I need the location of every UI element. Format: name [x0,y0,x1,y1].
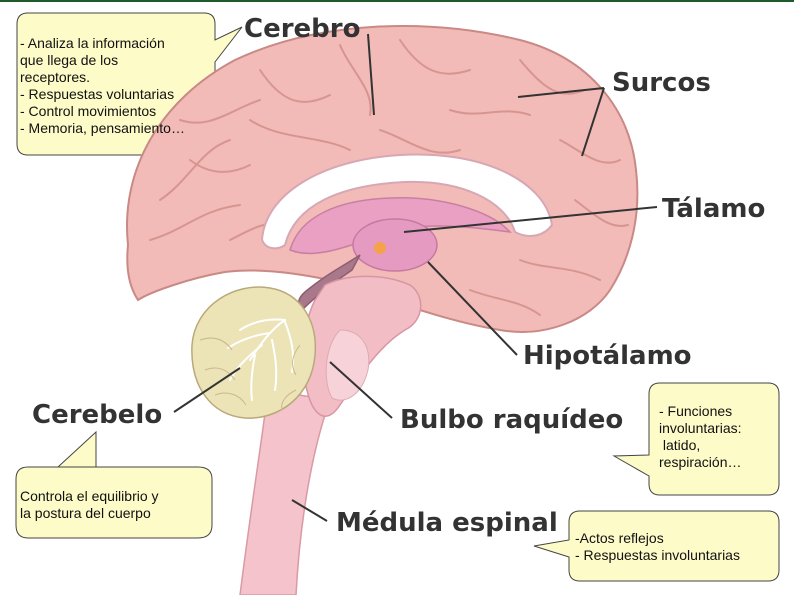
callout-bubble-cerebelo [15,430,213,539]
sulci-lines [149,39,629,316]
label-talamo: Tálamo [662,194,765,224]
spinal-cord [239,389,332,595]
callout-text-cerebelo: Controla el equilibrio y la postura del … [20,488,159,521]
label-hipotalamo: Hipotálamo [523,341,692,371]
callout-bubble-bulbo [612,382,780,496]
top-border [0,0,794,2]
medulla [325,329,370,401]
leader-lines [173,33,658,522]
label-surcos: Surcos [612,68,711,98]
callout-text-medula: -Actos reflejos - Respuestas involuntari… [575,530,740,563]
label-medula: Médula espinal [336,508,558,538]
callout-bubble-medula [533,510,780,582]
callout-text-bulbo: - Funciones involuntarias: latido, respi… [659,403,742,470]
pineal-dot [374,242,386,254]
label-cerebelo: Cerebelo [32,400,162,430]
thalamus-shape [352,218,438,272]
label-cerebro: Cerebro [244,14,360,44]
callout-text-cerebro: - Analiza la información que llega de lo… [20,35,185,136]
label-bulbo: Bulbo raquídeo [400,405,623,435]
corpus-callosum [260,153,554,250]
cerebellum-folia [199,337,301,411]
